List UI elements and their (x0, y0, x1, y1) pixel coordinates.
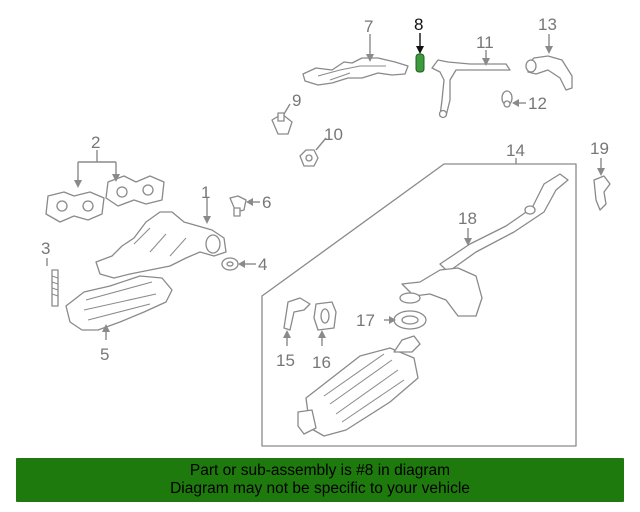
callout-14: 14 (506, 141, 525, 160)
callout-16: 16 (312, 353, 331, 372)
callout-12: 12 (528, 94, 547, 113)
callout-15: 15 (276, 351, 295, 370)
part-6-bolt (229, 195, 247, 217)
part-19-hanger (593, 175, 611, 211)
part-17-gasket (393, 310, 427, 330)
part-5-heat-shield (65, 275, 173, 331)
callout-11: 11 (476, 33, 494, 52)
part-4-nut (221, 257, 239, 271)
callout-17: 17 (356, 311, 375, 330)
part-10-nut (299, 149, 319, 167)
callout-8: 8 (414, 15, 423, 34)
part-13-hanger (525, 55, 573, 91)
part-16-isolator (313, 301, 337, 331)
part-1-exhaust-manifold (95, 211, 227, 279)
part-14-muffler (297, 335, 421, 437)
callout-6: 6 (262, 193, 271, 212)
banner-line-1: Part or sub-assembly is #8 in diagram (189, 462, 451, 479)
callout-19: 19 (590, 139, 609, 158)
part-2-gaskets (45, 175, 165, 223)
callout-1: 1 (201, 183, 210, 202)
part-8-highlighted (415, 53, 425, 73)
part-15-hanger-rod (283, 297, 311, 331)
callout-3: 3 (41, 239, 50, 258)
info-banner: Part or sub-assembly is #8 in diagram Di… (16, 458, 624, 502)
callout-9: 9 (292, 91, 301, 110)
part-9-sensor (271, 112, 293, 135)
part-3-stud (51, 269, 59, 307)
callout-13: 13 (538, 15, 557, 34)
callout-2: 2 (91, 133, 100, 152)
part-11-bracket (431, 59, 511, 119)
part-12-grommet (501, 90, 513, 108)
part-7-heat-shield (302, 57, 409, 86)
callout-10: 10 (324, 125, 343, 144)
callout-4: 4 (258, 255, 267, 274)
part-18-tailpipe (439, 173, 569, 273)
callout-7: 7 (364, 17, 373, 36)
callout-5: 5 (100, 345, 109, 364)
callout-18: 18 (458, 209, 477, 228)
banner-line-2: Diagram may not be specific to your vehi… (170, 480, 470, 497)
part-14-intermediate-pipe (399, 267, 483, 317)
